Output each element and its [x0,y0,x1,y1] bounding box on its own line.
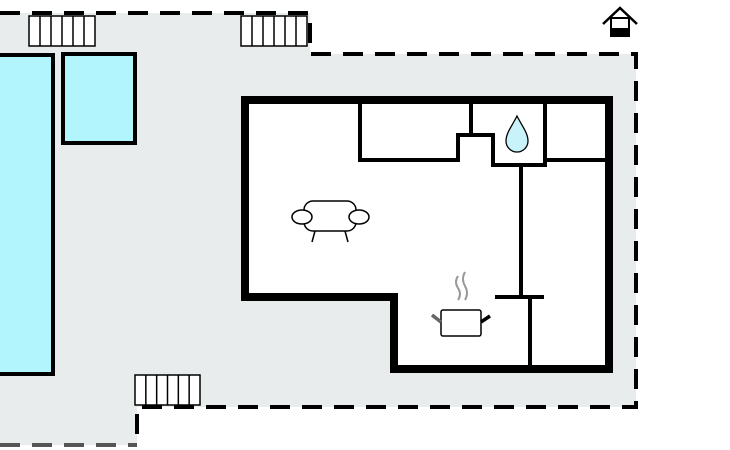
stairs-icon [28,15,96,47]
pool-large [0,53,55,376]
water-drop-icon [505,114,529,153]
interior-walls [358,103,606,366]
house-outer-wall [241,96,613,373]
cooking-pot-icon [430,271,491,337]
stairs-icon [134,374,201,406]
pool-small [61,52,137,145]
house [241,96,613,373]
house-icon [602,6,638,37]
sofa-icon [291,200,370,243]
stairs-icon [240,15,308,47]
